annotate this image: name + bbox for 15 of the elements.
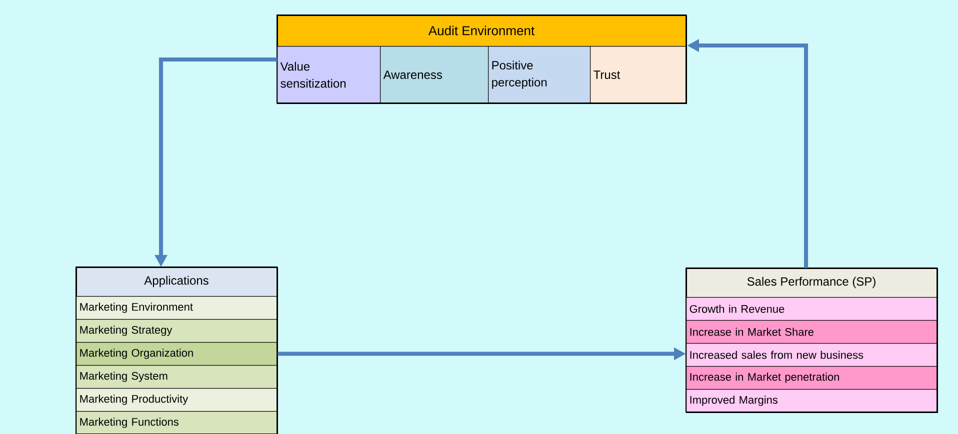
table-row: Increase in Market Share bbox=[686, 320, 938, 344]
table-row: Marketing Strategy bbox=[76, 319, 278, 343]
table-cell: Value sensitization bbox=[277, 46, 381, 104]
table-cell: Awareness bbox=[380, 46, 489, 104]
table-cell: Trust bbox=[590, 46, 687, 104]
table-row: Marketing Productivity bbox=[76, 388, 278, 412]
table-row: Marketing Organization bbox=[76, 342, 278, 366]
table-row: Marketing Environment bbox=[76, 296, 278, 320]
table-row: Marketing System bbox=[76, 365, 278, 389]
table-row: Increased sales from new business bbox=[686, 343, 938, 367]
table-row: Marketing Functions bbox=[76, 411, 278, 434]
table-row: Increase in Market penetration bbox=[686, 366, 938, 390]
table-cell: Positive perception bbox=[488, 46, 591, 104]
table-row: Improved Margins bbox=[686, 389, 938, 413]
table-row: Growth in Revenue bbox=[686, 297, 938, 321]
